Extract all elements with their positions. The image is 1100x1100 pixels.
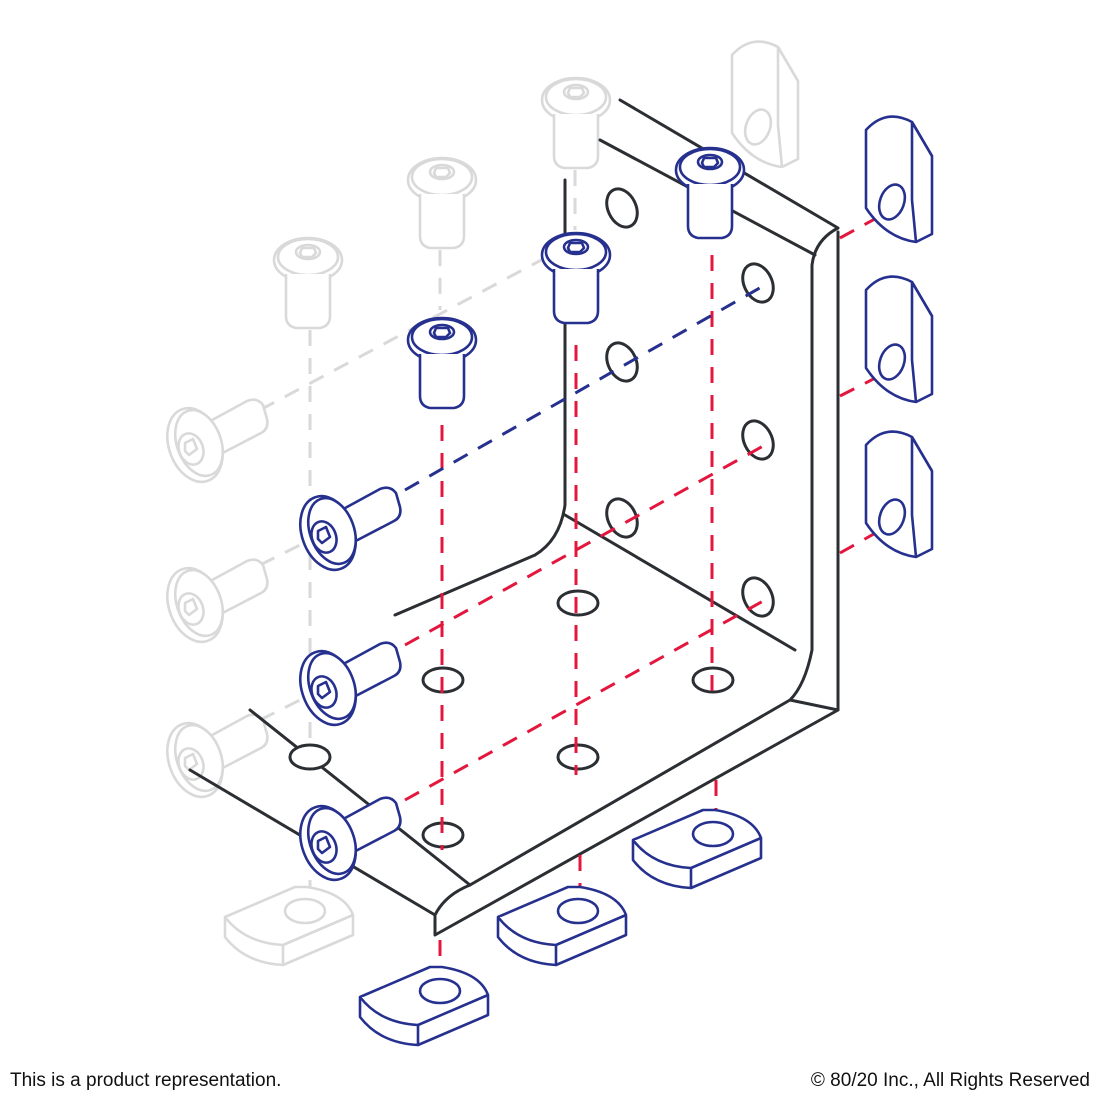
hole: [556, 743, 600, 771]
ghost-screw-icon: [156, 398, 269, 491]
hole: [288, 743, 332, 771]
ghost-screw-icon: [156, 558, 269, 651]
ghost-tnut-icon: [223, 885, 355, 967]
button-head-screw-icon: [289, 796, 402, 889]
ghost-tnut-icon: [730, 40, 800, 169]
button-head-screw-icon: [406, 316, 478, 410]
hole: [605, 341, 639, 383]
button-head-screw-icon: [289, 641, 402, 734]
hole: [741, 419, 775, 461]
assembly-guide-lines: [404, 206, 896, 995]
disclaimer-text: This is a product representation.: [10, 1070, 282, 1091]
copyright-text: © 80/20 Inc., All Rights Reserved: [810, 1070, 1090, 1091]
ghost-screws: [156, 76, 612, 806]
hole: [605, 187, 639, 229]
active-screws: [289, 146, 746, 889]
ghost-screw-icon: [406, 156, 478, 250]
t-nut-icon: [864, 275, 934, 404]
hole: [556, 589, 600, 617]
t-nut-icon: [864, 115, 934, 244]
button-head-screw-icon: [540, 231, 612, 325]
button-head-screw-icon: [289, 486, 402, 579]
hole: [741, 576, 775, 618]
t-nut-icon: [496, 885, 628, 967]
ghost-screw-icon: [156, 713, 269, 806]
ghost-screw-icon: [272, 236, 344, 330]
t-nut-icon: [631, 808, 763, 890]
corner-bracket: [188, 98, 840, 937]
t-nut-icon: [358, 965, 490, 1047]
t-nut-icon: [864, 430, 934, 559]
button-head-screw-icon: [674, 146, 746, 240]
hole: [741, 262, 775, 304]
ghost-screw-icon: [540, 76, 612, 170]
active-tnuts: [358, 115, 934, 1047]
hole: [605, 497, 639, 539]
